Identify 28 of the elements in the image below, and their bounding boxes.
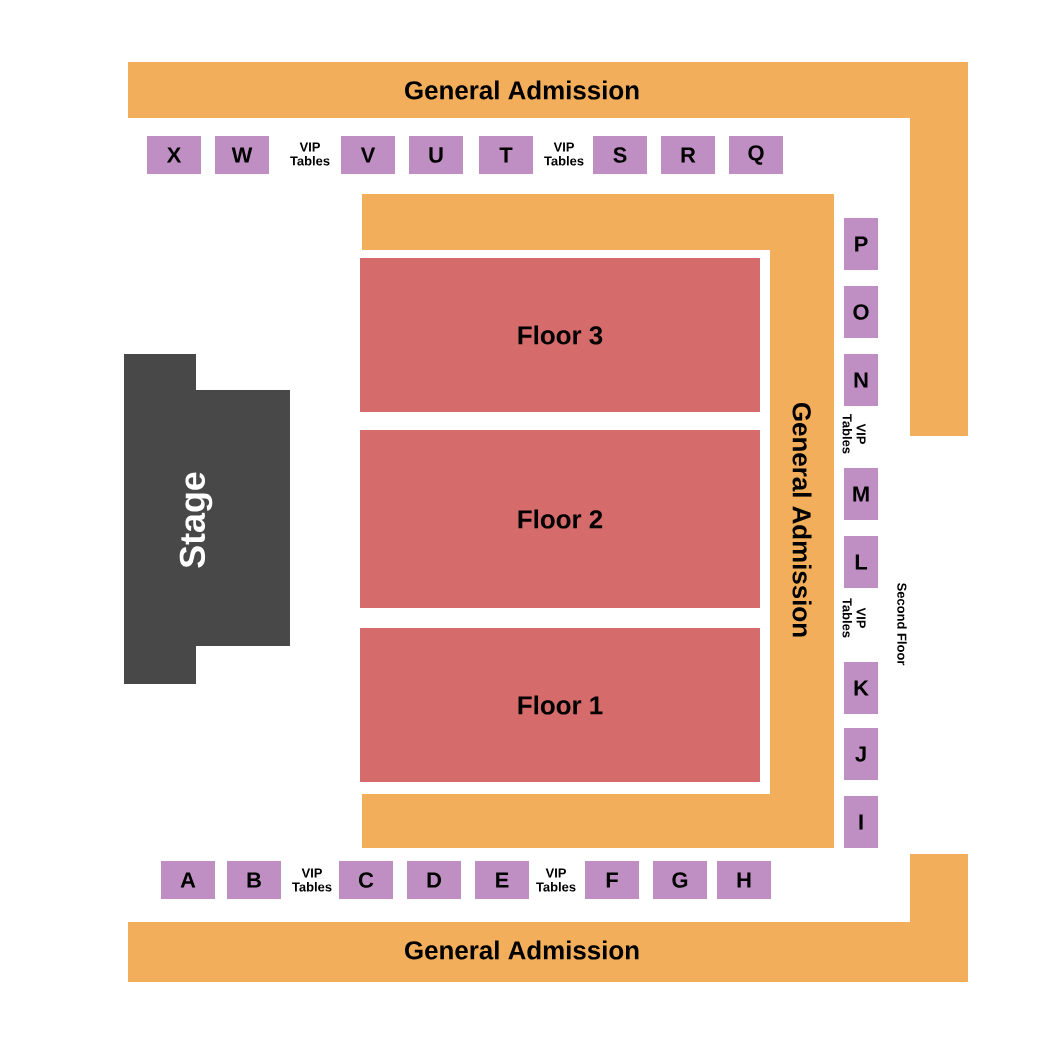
seating-section: G [653,861,707,899]
seating-section: P [844,218,878,270]
seating-section: C [339,861,393,899]
seating-section: O [844,286,878,338]
seating-section: V [341,136,395,174]
seating-section: A [161,861,215,899]
seating-section: I [844,796,878,848]
seating-section: H [717,861,771,899]
seating-section: E [475,861,529,899]
seating-section: T [479,136,533,174]
seating-section: L [844,536,878,588]
floor-section: Floor 3 [360,258,760,412]
seating-section: S [593,136,647,174]
seating-section: N [844,354,878,406]
seating-section: J [844,728,878,780]
seating-section: K [844,662,878,714]
seating-section: X [147,136,201,174]
seating-section: W [215,136,269,174]
seating-section: U [409,136,463,174]
seating-section: R [661,136,715,174]
seating-section: Q [729,136,783,174]
stage: Stage [124,354,290,684]
seating-section: B [227,861,281,899]
seating-section: M [844,468,878,520]
seating-section: F [585,861,639,899]
seating-section: D [407,861,461,899]
floor-section: Floor 2 [360,430,760,608]
floor-section: Floor 1 [360,628,760,782]
